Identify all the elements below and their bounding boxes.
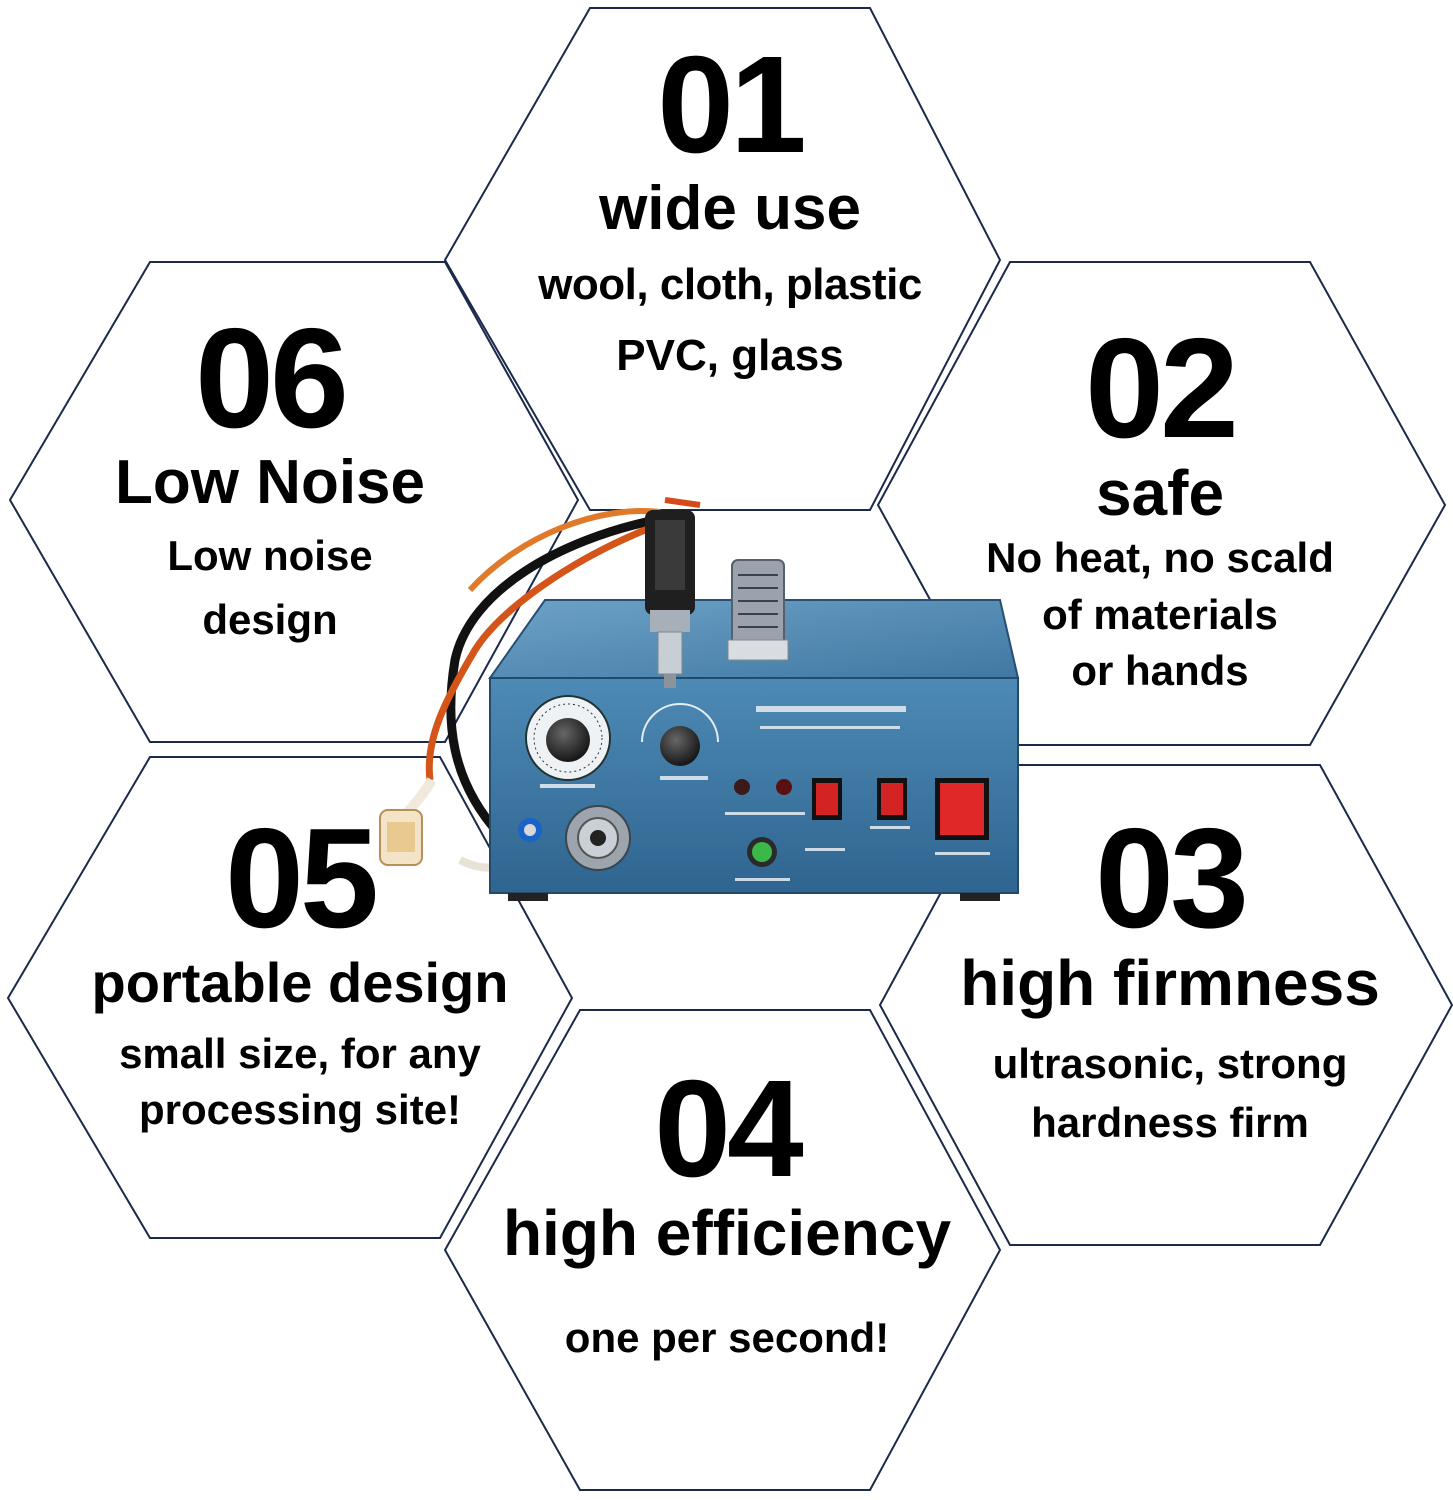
feature-number: 06 (195, 299, 349, 458)
hexagon-04 (443, 1009, 1002, 1491)
feature-desc-line: small size, for any (119, 1029, 481, 1077)
feature-title: wide use (599, 174, 861, 243)
feature-desc-line: hardness firm (1031, 1098, 1309, 1146)
feature-desc-line: one per second! (564, 1314, 890, 1362)
feature-number: 02 (1085, 309, 1239, 468)
hexagon-01 (443, 7, 1002, 511)
feature-cell-05: 05 portable design small size, for any p… (40, 808, 560, 1136)
feature-number: 01 (657, 28, 807, 182)
feature-desc-line: No heat, no scald (986, 534, 1334, 582)
welding-machine-image (379, 497, 1020, 901)
feature-cell-03: 03 high firmness ultrasonic, strong hard… (910, 808, 1430, 1148)
feature-desc-line: processing site! (138, 1086, 462, 1134)
feature-number: 03 (1095, 799, 1249, 958)
feature-desc-line: of materials (1042, 590, 1278, 638)
feature-desc-line: wool, cloth, plastic (538, 260, 922, 310)
feature-title: high firmness (960, 947, 1380, 1019)
feature-desc-line: design (202, 596, 338, 644)
feature-title: portable design (91, 951, 509, 1014)
feature-title: safe (1095, 457, 1225, 529)
feature-desc-line: ultrasonic, strong (992, 1040, 1348, 1088)
feature-title: Low Noise (114, 448, 426, 517)
hexagon-06 (8, 261, 580, 743)
feature-desc-line: PVC, glass (616, 330, 844, 380)
feature-cell-06: 06 Low Noise Low noise design (60, 308, 480, 646)
feature-title: high efficiency (502, 1197, 952, 1269)
hexagon-02 (876, 261, 1447, 746)
feature-cell-02: 02 safe No heat, no scald of materials o… (935, 318, 1385, 696)
feature-number: 04 (654, 1052, 804, 1206)
feature-cell-04: 04 high efficiency one per second! (462, 1060, 992, 1364)
hexagon-03 (878, 764, 1453, 1246)
feature-cell-01: 01 wide use wool, cloth, plastic PVC, gl… (470, 36, 990, 383)
hexagon-05 (6, 756, 574, 1239)
feature-desc-line: Low noise (167, 532, 373, 580)
feature-desc-line: or hands (1071, 646, 1249, 694)
feature-number: 05 (225, 799, 379, 958)
